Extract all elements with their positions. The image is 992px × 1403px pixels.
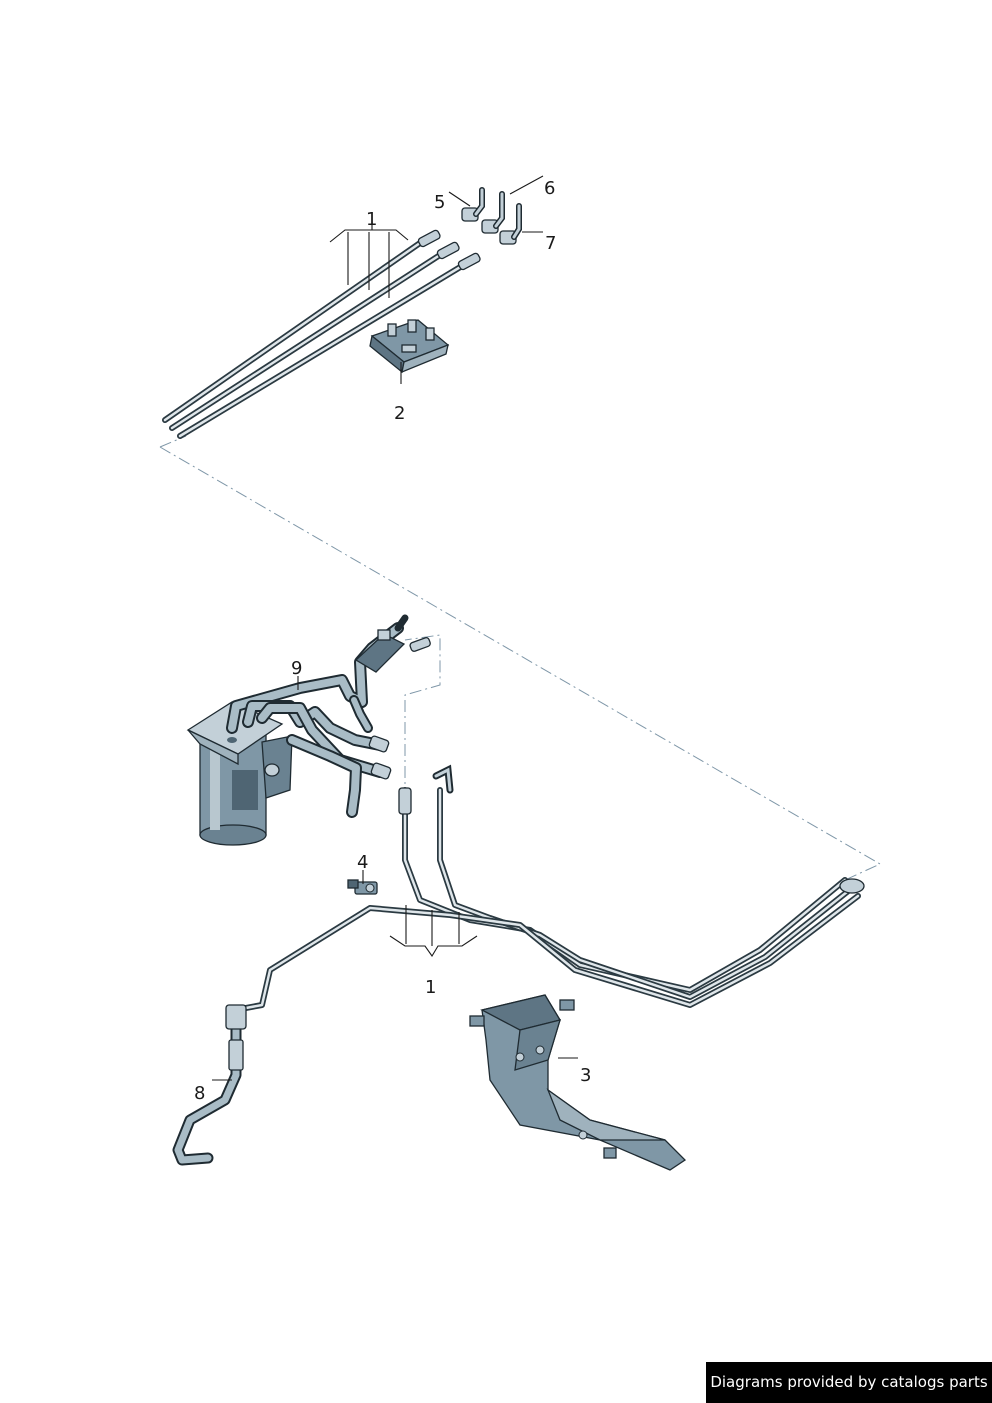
callout-4: 4 <box>357 852 368 873</box>
fuel-filter-assembly <box>186 614 431 846</box>
callout-8: 8 <box>194 1083 205 1104</box>
connector-5 <box>461 187 485 222</box>
connection-guide-line <box>159 435 882 881</box>
credit-banner: Diagrams provided by catalogs parts <box>706 1362 992 1403</box>
callout-1-top: 1 <box>366 209 377 230</box>
fuel-hose <box>172 1004 247 1166</box>
callout-3: 3 <box>580 1065 591 1086</box>
callout-5: 5 <box>434 192 445 213</box>
line-cover <box>469 994 687 1171</box>
connector-6 <box>481 191 505 234</box>
elbow-connectors <box>461 187 522 245</box>
fuel-lines-upper <box>162 229 481 439</box>
callout-7: 7 <box>545 233 556 254</box>
callout-9: 9 <box>291 658 302 679</box>
screw <box>347 879 378 895</box>
connector-7 <box>499 203 522 245</box>
callout-1-bottom: 1 <box>425 977 436 998</box>
callout-6: 6 <box>544 178 555 199</box>
fuel-lines-lower <box>232 764 865 1013</box>
leader-lines <box>212 175 578 1081</box>
callout-2: 2 <box>394 403 405 424</box>
line-clip <box>369 319 450 374</box>
